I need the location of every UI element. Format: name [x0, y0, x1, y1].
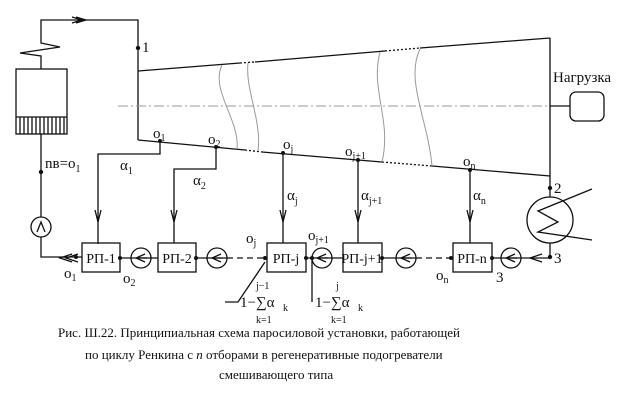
junction-dot — [214, 145, 218, 149]
svg-text:αj: αj — [287, 188, 298, 207]
chain-labels: o1 o2 oj oj+1 on 3 — [64, 228, 504, 289]
feedwater-label: nв=o1 — [45, 156, 81, 175]
load-box — [569, 91, 605, 122]
point-1-label: 1 — [142, 40, 150, 56]
svg-text:oj+1: oj+1 — [308, 228, 329, 246]
pump-icon — [130, 247, 152, 269]
svg-text:1−∑α: 1−∑α — [315, 295, 350, 311]
svg-text:j: j — [335, 281, 339, 292]
svg-text:oj: oj — [246, 231, 256, 249]
point-2-label: 2 — [554, 181, 562, 197]
junction-dot — [158, 139, 162, 143]
boiler — [15, 68, 68, 135]
svg-text:РП-j+1: РП-j+1 — [341, 252, 382, 267]
svg-text:o1: o1 — [64, 266, 77, 284]
flow-arrow-icon — [71, 16, 89, 24]
flow-arrow-icon — [94, 209, 102, 223]
svg-text:РП-j: РП-j — [273, 252, 299, 267]
svg-text:k=1: k=1 — [256, 315, 272, 326]
pump-icon — [206, 247, 228, 269]
svg-text:1−∑α: 1−∑α — [240, 295, 275, 311]
steam-line — [19, 19, 139, 140]
svg-text:k=1: k=1 — [331, 315, 347, 326]
svg-text:α2: α2 — [193, 173, 206, 192]
svg-text:РП-n: РП-n — [457, 252, 487, 267]
pump-icon — [311, 247, 333, 269]
pump-icon — [395, 247, 417, 269]
extraction-labels: o1 o2 oj oj+1 on α1 α2 αj αj+1 αn — [120, 126, 486, 207]
feed-pump — [30, 216, 52, 238]
svg-text:k: k — [358, 303, 363, 314]
flow-arrow-icon — [170, 209, 178, 223]
caption-line-2: по циклу Ренкина с n отборами в регенера… — [85, 347, 443, 362]
svg-text:oj+1: oj+1 — [345, 144, 366, 162]
junction-dot — [281, 151, 285, 155]
heater-rp-j: РП-j — [266, 242, 307, 273]
heater-rp-n: РП-n — [452, 242, 493, 273]
flow-arrow-icon — [354, 209, 362, 223]
point-3-label: 3 — [554, 251, 562, 267]
svg-text:α1: α1 — [120, 158, 133, 177]
junction-dot — [356, 158, 360, 162]
sum-left: 1−∑α k j−1 k=1 — [240, 281, 288, 326]
svg-text:αj+1: αj+1 — [361, 188, 382, 207]
caption-line-3: смешивающего типа — [219, 367, 333, 382]
heater-rp-j1: РП-j+1 — [341, 242, 383, 273]
sum-right: 1−∑α k j k=1 — [315, 281, 363, 326]
svg-text:РП-2: РП-2 — [162, 252, 192, 267]
caption-line-1: Рис. Ш.22. Принципиальная схема паросило… — [58, 325, 460, 340]
junction-dot — [74, 255, 78, 259]
svg-text:o2: o2 — [208, 132, 221, 150]
junction-dot — [468, 168, 472, 172]
svg-text:oj: oj — [283, 137, 293, 155]
pump-icon — [500, 247, 522, 269]
svg-text:on: on — [463, 154, 476, 172]
svg-text:3: 3 — [496, 270, 504, 286]
junction-dot — [263, 256, 267, 260]
load-label: Нагрузка — [553, 70, 611, 86]
svg-text:j−1: j−1 — [255, 281, 269, 292]
heater-rp-2: РП-2 — [157, 242, 197, 273]
svg-text:k: k — [283, 303, 288, 314]
flow-arrow-icon — [279, 209, 287, 223]
flow-arrow-icon — [466, 209, 474, 223]
heater-rp-1: РП-1 — [81, 242, 121, 273]
turbine — [118, 37, 551, 197]
svg-text:o2: o2 — [123, 271, 136, 289]
svg-text:РП-1: РП-1 — [86, 252, 116, 267]
svg-text:on: on — [436, 268, 449, 286]
condenser — [526, 188, 593, 258]
svg-text:αn: αn — [473, 188, 486, 207]
svg-text:o1: o1 — [153, 126, 166, 144]
